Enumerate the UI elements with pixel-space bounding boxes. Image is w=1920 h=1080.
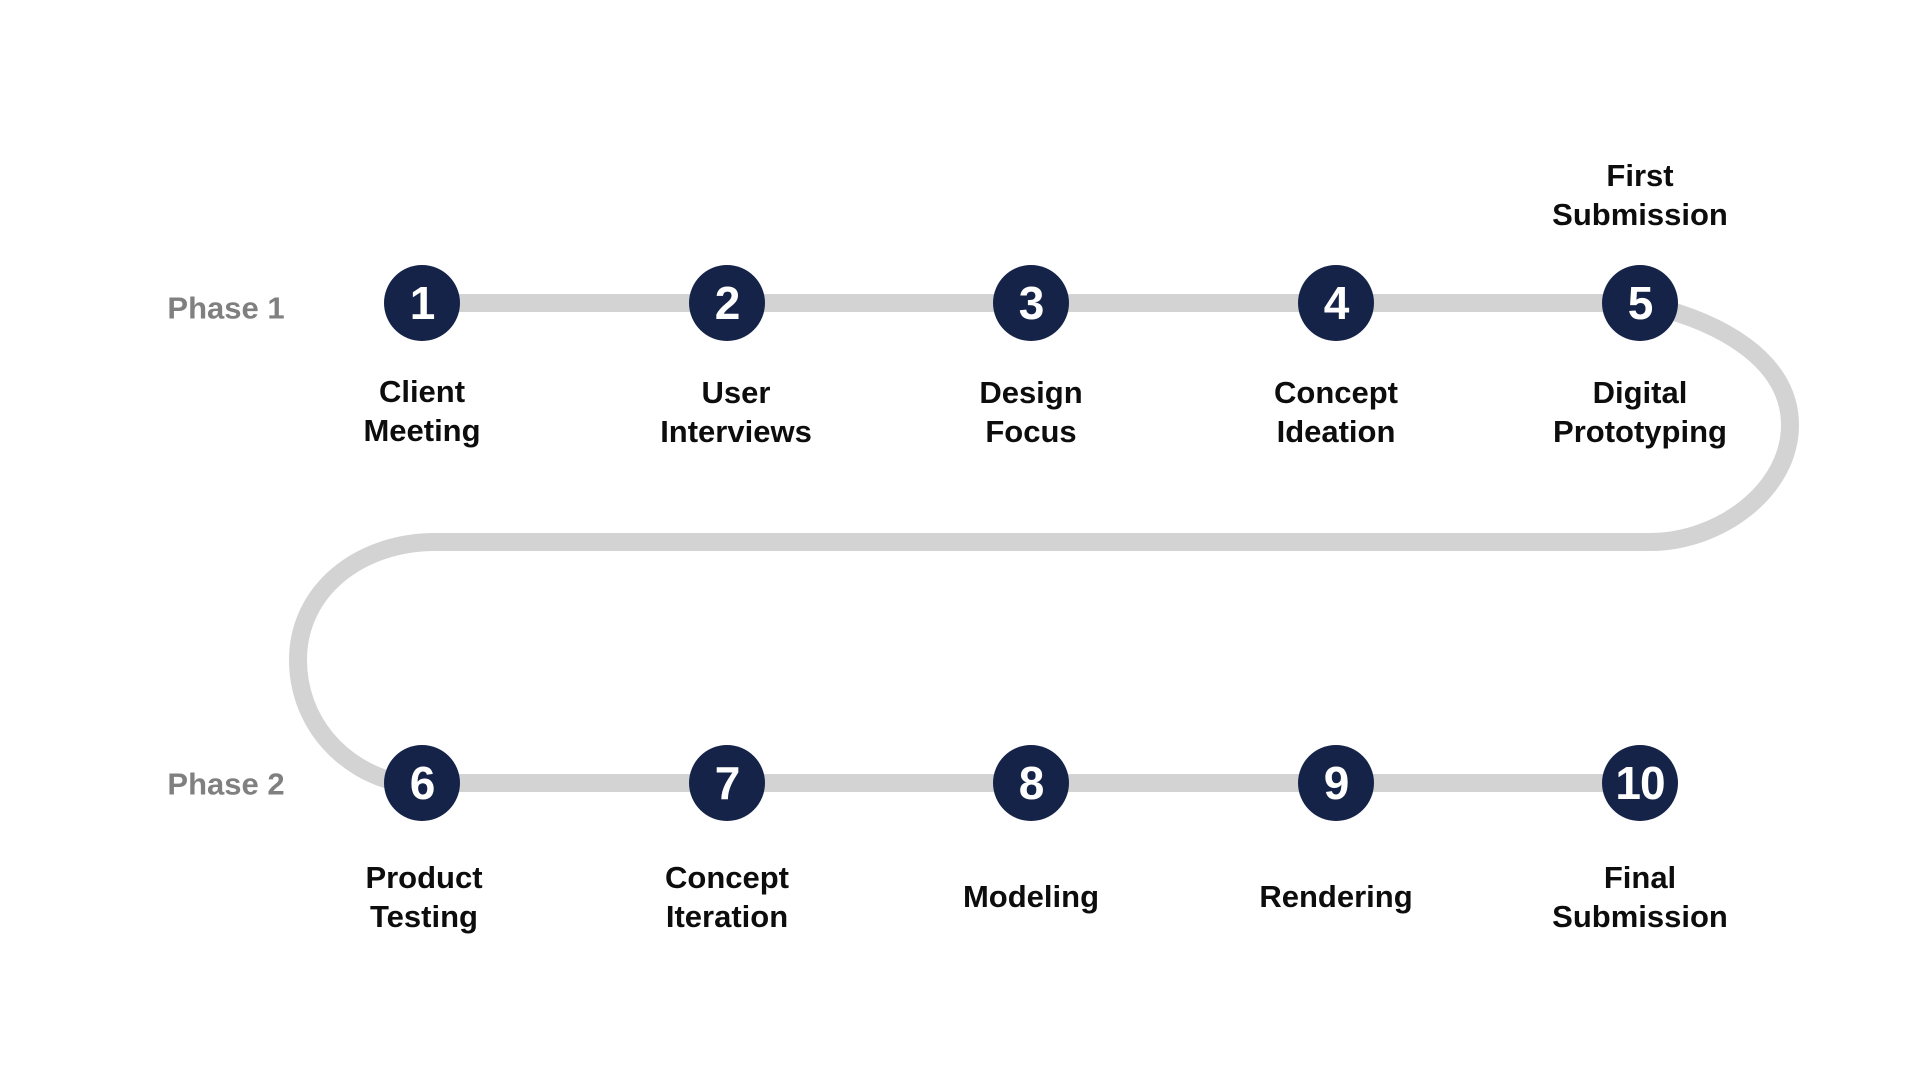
step-label-2-line-1: User [701,375,771,410]
step-node-9: 9 [1298,745,1374,821]
step-node-2: 2 [689,265,765,341]
step-label-5-line-1: Digital [1592,375,1688,410]
step-node-4: 4 [1298,265,1374,341]
step-label-3-line-1: Design [979,375,1083,410]
step-label-4-line-2: Ideation [1276,414,1396,449]
step-label-10: Final Submission [1520,858,1760,936]
step-label-9: Rendering [1216,877,1456,916]
step-label-8: Modeling [911,877,1151,916]
phase-2-label: Phase 2 [167,766,285,802]
first-submission-annotation: First Submission [1520,156,1760,234]
step-label-2-line-2: Interviews [660,414,812,449]
step-label-3-line-2: Focus [985,414,1077,449]
step-label-2: User Interviews [616,373,856,451]
phase-1-label: Phase 1 [167,290,285,326]
step-node-5: 5 [1602,265,1678,341]
step-label-10-line-2: Submission [1552,899,1728,934]
step-node-3: 3 [993,265,1069,341]
step-label-4-line-1: Concept [1274,375,1398,410]
step-label-10-line-1: Final [1603,860,1677,895]
step-label-7-line-1: Concept [665,860,789,895]
step-node-10: 10 [1602,745,1678,821]
step-label-4: Concept Ideation [1216,373,1456,451]
step-label-5: Digital Prototyping [1520,373,1760,451]
annotation-line-2: Submission [1552,197,1728,232]
step-label-7: Concept Iteration [607,858,847,936]
step-label-1-line-2: Meeting [363,413,481,448]
step-node-1: 1 [384,265,460,341]
step-node-6: 6 [384,745,460,821]
step-node-8: 8 [993,745,1069,821]
step-label-9-line-1: Rendering [1259,879,1413,914]
step-label-8-line-1: Modeling [962,879,1100,914]
step-node-7: 7 [689,745,765,821]
step-label-1-line-1: Client [378,374,466,409]
step-label-6-line-1: Product [365,860,483,895]
step-label-7-line-2: Iteration [665,899,789,934]
annotation-line-1: First [1606,158,1674,193]
track-path [289,294,1799,792]
step-label-3: Design Focus [911,373,1151,451]
step-label-6-line-2: Testing [370,899,478,934]
step-label-6: Product Testing [304,858,544,936]
step-label-1: Client Meeting [302,372,542,450]
step-label-5-line-2: Prototyping [1553,414,1727,449]
